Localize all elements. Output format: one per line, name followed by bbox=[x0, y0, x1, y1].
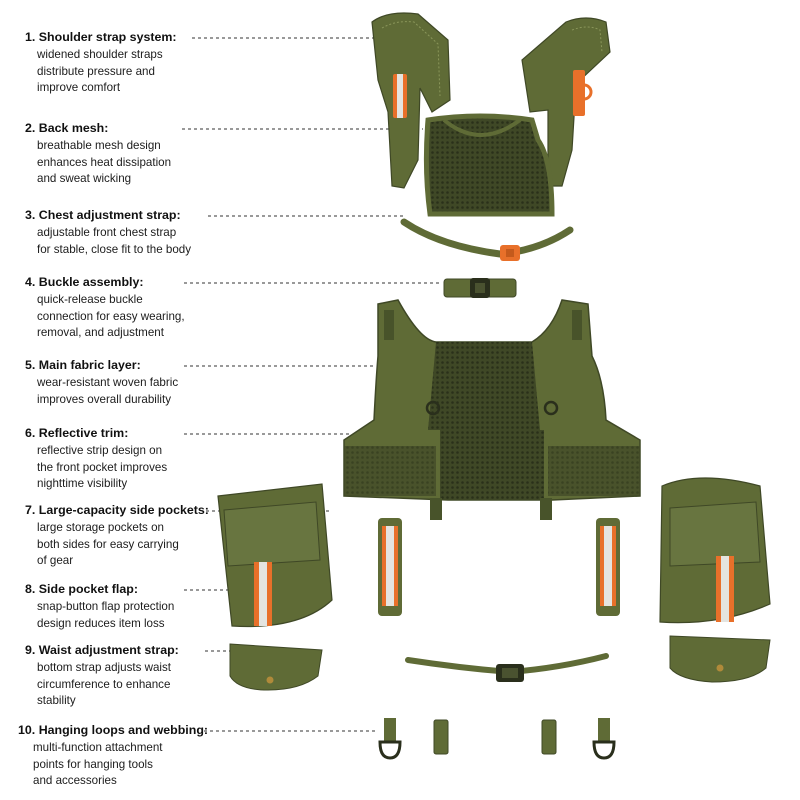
right-strap-reflective-patch bbox=[573, 70, 585, 116]
callout-title: 7. Large-capacity side pockets: bbox=[25, 503, 209, 517]
d-ring-icon bbox=[378, 740, 402, 760]
right-side-pocket bbox=[659, 477, 771, 624]
d-ring-icon bbox=[592, 740, 616, 760]
right-shoulder-strap bbox=[521, 17, 611, 187]
callout-title: 5. Main fabric layer: bbox=[25, 358, 141, 372]
chest-strap bbox=[400, 218, 574, 261]
callout-title: 10. Hanging loops and webbing: bbox=[18, 723, 209, 737]
snap-button-icon bbox=[716, 664, 724, 672]
callout-title: 1. Shoulder strap system: bbox=[25, 30, 177, 44]
back-mesh-panel bbox=[423, 113, 555, 217]
shoulder-straps bbox=[371, 12, 611, 189]
snap-button-icon bbox=[266, 676, 274, 684]
callout-title: 4. Buckle assembly: bbox=[25, 275, 144, 289]
callout-title: 8. Side pocket flap: bbox=[25, 582, 138, 596]
callout-title: 3. Chest adjustment strap: bbox=[25, 208, 181, 222]
left-shoulder-strap bbox=[371, 12, 451, 189]
d-ring-icon bbox=[575, 83, 593, 101]
callout-title: 9. Waist adjustment strap: bbox=[25, 643, 179, 657]
hanging-loops bbox=[378, 718, 616, 760]
waist-strap bbox=[405, 653, 609, 682]
webbing-loop bbox=[541, 719, 557, 755]
callout-title: 6. Reflective trim: bbox=[25, 426, 129, 440]
callout-title: 2. Back mesh: bbox=[25, 121, 109, 135]
buckle-assembly bbox=[443, 278, 517, 298]
pocket-flaps bbox=[229, 635, 771, 691]
main-vest bbox=[343, 299, 641, 520]
reflective-strips bbox=[378, 518, 620, 616]
webbing-loop bbox=[433, 719, 449, 755]
left-side-pocket bbox=[217, 483, 333, 628]
